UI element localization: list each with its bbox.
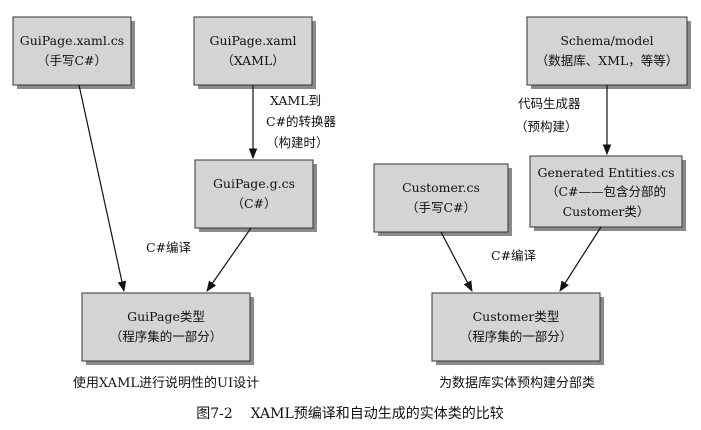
node-subtitle: （数据库、XML，等等） xyxy=(536,53,679,68)
node-subtitle: （手写C#） xyxy=(37,53,107,68)
label-line: 代码生成器 xyxy=(518,96,581,111)
node-title: GuiPage.g.cs xyxy=(213,176,295,191)
label-compile-left: C#编译 xyxy=(146,240,192,255)
node-guipage-g-cs: GuiPage.g.cs （C#） xyxy=(194,159,317,232)
node-title: Generated Entities.cs xyxy=(537,165,674,180)
caption-left: 使用XAML进行说明性的UI设计 xyxy=(73,375,259,391)
node-generated-entities: Generated Entities.cs （C#——包含分部的 Custome… xyxy=(529,155,686,231)
node-subtitle-line3: Customer类） xyxy=(563,204,650,219)
label-line: XAML到 xyxy=(270,93,321,108)
edge-xamlcs-to-guipage-type xyxy=(78,84,127,293)
node-schema-model: Schema/model （数据库、XML，等等） xyxy=(526,16,691,89)
node-subtitle: （手写C#） xyxy=(406,200,476,215)
caption-right: 为数据库实体预构建分部类 xyxy=(439,375,595,391)
node-title: Schema/model xyxy=(560,33,653,48)
node-subtitle: （XAML） xyxy=(221,53,285,68)
label-compile-right: C#编译 xyxy=(491,248,537,263)
node-subtitle: （C#） xyxy=(231,196,276,211)
edge-generated-to-customer-type xyxy=(559,226,602,292)
node-title: GuiPage.xaml.cs xyxy=(20,33,124,48)
node-customer-cs: Customer.cs （手写C#） xyxy=(373,163,512,236)
node-customer-type: Customer类型 （程序集的一部分） xyxy=(431,292,604,365)
node-subtitle-line2: （C#——包含分部的 xyxy=(546,184,666,199)
figure-caption: 图7-2 XAML预编译和自动生成的实体类的比较 xyxy=(196,406,504,422)
label-codegen: 代码生成器 （预构建） xyxy=(515,96,581,134)
node-subtitle: （程序集的一部分） xyxy=(460,329,573,344)
node-title: Customer类型 xyxy=(473,309,560,324)
label-line: （预构建） xyxy=(515,119,578,134)
node-guipage-type: GuiPage类型 （程序集的一部分） xyxy=(81,292,254,365)
label-line: （构建时） xyxy=(266,135,329,150)
node-guipage-xaml-cs: GuiPage.xaml.cs （手写C#） xyxy=(12,16,135,89)
label-xaml-converter: XAML到 C#的转换器 （构建时） xyxy=(266,93,337,150)
node-subtitle: （程序集的一部分） xyxy=(110,329,223,344)
edge-gcs-to-guipage-type xyxy=(206,227,252,292)
node-title: GuiPage类型 xyxy=(127,309,205,324)
node-title: Customer.cs xyxy=(402,180,480,195)
label-line: C#的转换器 xyxy=(266,114,337,129)
node-guipage-xaml: GuiPage.xaml （XAML） xyxy=(193,16,316,89)
node-title: GuiPage.xaml xyxy=(209,33,296,48)
edge-customercs-to-customer-type xyxy=(440,231,473,292)
